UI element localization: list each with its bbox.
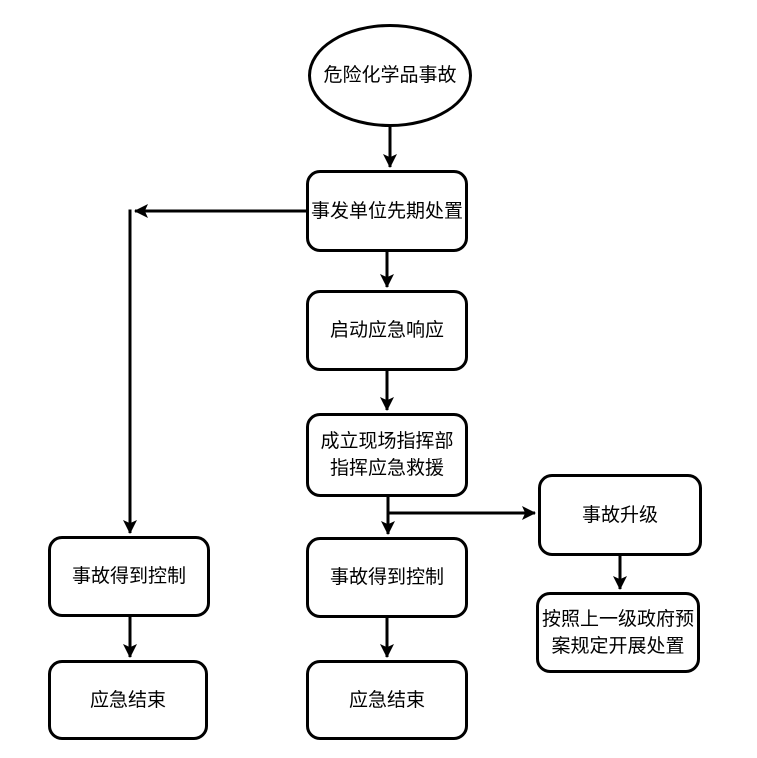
- node-activate-response: 启动应急响应: [306, 290, 468, 371]
- node-initial-disposal-label: 事发单位先期处置: [310, 199, 463, 222]
- node-accident-escalation-label: 事故升级: [581, 503, 658, 526]
- node-emergency-end-mid-label: 应急结束: [348, 688, 425, 711]
- node-accident-controlled-mid-label: 事故得到控制: [329, 566, 444, 588]
- node-higher-level-plan-label: 按照上一级政府预 案规定开展处置: [541, 607, 694, 657]
- node-initial-disposal: 事发单位先期处置: [306, 170, 468, 252]
- node-command-post: 成立现场指挥部 指挥应急救援: [306, 413, 468, 497]
- node-accident-controlled-left: 事故得到控制: [48, 536, 210, 617]
- node-emergency-end-mid: 应急结束: [306, 660, 468, 740]
- node-activate-response-label: 启动应急响应: [329, 319, 444, 341]
- node-emergency-end-left-label: 应急结束: [89, 688, 166, 711]
- node-accident-controlled-left-label: 事故得到控制: [71, 565, 186, 587]
- node-higher-level-plan: 按照上一级政府预 案规定开展处置: [536, 592, 700, 673]
- node-accident-controlled-mid: 事故得到控制: [306, 537, 468, 618]
- node-accident-escalation: 事故升级: [538, 474, 702, 556]
- node-emergency-end-left: 应急结束: [48, 660, 208, 740]
- node-start: 危险化学品事故: [308, 24, 472, 127]
- node-start-label: 危险化学品事故: [323, 64, 457, 86]
- node-command-post-label: 成立现场指挥部 指挥应急救援: [320, 430, 454, 479]
